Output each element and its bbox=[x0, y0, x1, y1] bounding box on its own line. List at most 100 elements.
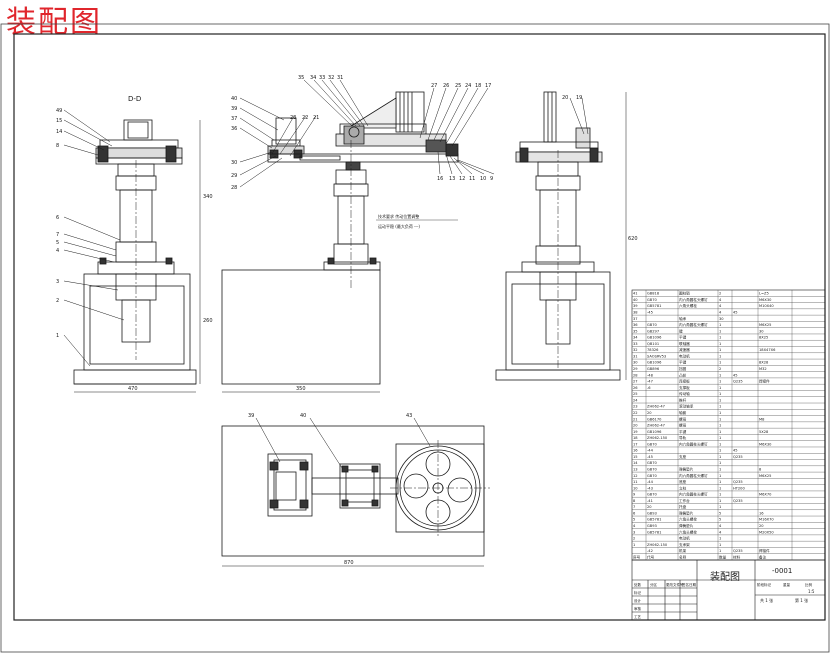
bom-cell: 8 bbox=[759, 467, 762, 471]
balloon: 14 bbox=[56, 129, 62, 135]
stage-label: 比例 bbox=[805, 582, 813, 587]
balloon: 30 bbox=[231, 160, 237, 166]
bom-cell: M6X70 bbox=[759, 493, 772, 497]
bom-cell: 19 bbox=[633, 430, 638, 434]
bom-cell: 23 bbox=[633, 405, 638, 409]
bom-cell: 序号 bbox=[633, 554, 641, 559]
bom-cell: 弹簧垫片 bbox=[679, 466, 694, 471]
bom-cell: 导轨 bbox=[679, 435, 687, 440]
bom-cell: 1 bbox=[719, 486, 721, 490]
bom-cell: HT200 bbox=[733, 486, 745, 490]
bom-cell: GB896 bbox=[647, 367, 660, 371]
title-block-text: -0001 装配图 处数 分区 更改文件号 签名 日期 标记 设计 审核 工艺 … bbox=[634, 567, 815, 619]
bom-cell: 底座 bbox=[679, 479, 687, 484]
row-label: 标记 bbox=[634, 590, 642, 595]
bom-cell: 托盘 bbox=[679, 504, 687, 509]
bom-cell: 1 bbox=[719, 323, 721, 327]
bom-cell: 键 bbox=[679, 328, 683, 333]
bom-cell: GB6170 bbox=[647, 417, 662, 421]
bom-cell: -45 bbox=[647, 455, 653, 459]
bom-cell: -48 bbox=[647, 373, 654, 377]
bom-cell: 1 bbox=[719, 543, 721, 547]
bom-cell: -6 bbox=[647, 386, 651, 390]
bom-cell: 1 bbox=[719, 417, 721, 421]
balloon: 5 bbox=[56, 240, 59, 246]
bom-cell: 弹簧垫片 bbox=[679, 523, 694, 528]
bom-cell: 1 bbox=[719, 386, 721, 390]
bom-cell: 4 bbox=[719, 298, 722, 302]
bom-cell: 立柱 bbox=[679, 485, 687, 490]
bom-cell: 45 bbox=[733, 373, 738, 377]
bom-cell: 连接板 bbox=[679, 379, 690, 384]
bom-cell: 1 bbox=[719, 392, 721, 396]
bom-cell: GB1096 bbox=[647, 361, 662, 365]
bom-cell: 1 bbox=[719, 361, 721, 365]
balloon: 24 bbox=[465, 83, 471, 89]
bom-cell: 8X28 bbox=[759, 361, 769, 365]
bom-cell: 35 bbox=[633, 329, 638, 333]
bom-cell: 1 bbox=[719, 505, 721, 509]
sheet-count: 共 1 张 bbox=[760, 597, 773, 603]
bom-cell: 支座 bbox=[679, 454, 687, 459]
bom-cell: ZH062-150 bbox=[647, 543, 668, 547]
bom-cell: 25 bbox=[633, 392, 638, 396]
left-section-label: D-D bbox=[128, 95, 141, 103]
bom-cell: 1 bbox=[719, 480, 721, 484]
balloon: 18 bbox=[475, 83, 481, 89]
bom-cell: 内六角圆柱头螺钉 bbox=[679, 297, 708, 302]
bom-cell: 轴套 bbox=[679, 410, 687, 415]
sheet-outer-border bbox=[0, 23, 830, 653]
bom-cell: 机架 bbox=[679, 548, 687, 553]
bom-cell: 传动轴 bbox=[679, 391, 690, 396]
bom-cell: 备注 bbox=[759, 554, 767, 559]
bom-cell: 材料 bbox=[733, 554, 741, 559]
bom-cell: 11 bbox=[633, 480, 638, 484]
middle-width-dimension: 350 bbox=[296, 386, 306, 392]
bom-cell: GB70 bbox=[647, 474, 658, 478]
bom-cell: QB101 bbox=[647, 342, 659, 346]
balloon: 27 bbox=[431, 83, 437, 89]
balloon: 16 bbox=[437, 176, 443, 182]
bom-cell: GB5781 bbox=[647, 304, 661, 308]
balloon: 19 bbox=[576, 95, 582, 101]
bom-cell: 弹簧垫片 bbox=[679, 510, 694, 515]
bom-cell: 1 bbox=[719, 398, 721, 402]
bom-cell: GB818 bbox=[647, 292, 660, 296]
bom-cell: GB70 bbox=[647, 493, 658, 497]
bom-cell: SAOSRV53 bbox=[647, 354, 666, 358]
bom-cell: 5 bbox=[719, 518, 721, 522]
bom-cell: 22 bbox=[633, 411, 638, 415]
right-balloons: 20 19 bbox=[562, 95, 582, 101]
balloon: 10 bbox=[480, 176, 486, 182]
bom-cell: 1 bbox=[719, 537, 721, 541]
bom-cell: 20 bbox=[759, 524, 764, 528]
drawing-number: -0001 bbox=[772, 567, 792, 575]
bom-cell: Q235 bbox=[733, 549, 743, 553]
bom-cell: 内六角圆柱头螺钉 bbox=[679, 473, 708, 478]
left-balloons: 49 15 14 8 6 7 5 4 3 2 1 bbox=[56, 108, 62, 339]
bom-cell: M6X25 bbox=[759, 474, 771, 478]
bom-cell: 8 bbox=[633, 499, 636, 503]
bom-cell: 1 bbox=[719, 549, 721, 553]
bom-cell: 挡圈 bbox=[679, 366, 687, 371]
bom-cell: 1 bbox=[719, 348, 721, 352]
bom-cell: -44 bbox=[647, 449, 654, 453]
bom-cell: 20 bbox=[633, 424, 638, 428]
balloon: 1 bbox=[56, 333, 59, 339]
bom-cell: -47 bbox=[647, 380, 653, 384]
bom-cell: 内六角圆柱头螺钉 bbox=[679, 492, 708, 497]
balloon: 12 bbox=[459, 176, 465, 182]
bom-cell: 螺母 bbox=[679, 423, 687, 428]
bom-cell: 六角头螺栓 bbox=[679, 517, 697, 522]
bom-cell: -44 bbox=[647, 480, 654, 484]
bom-cell: 30 bbox=[719, 317, 724, 321]
row-label: 审核 bbox=[634, 606, 642, 611]
bom-cell: -45 bbox=[647, 311, 653, 315]
bom-cell: 1 bbox=[719, 430, 721, 434]
bom-cell: GB1096 bbox=[647, 336, 662, 340]
balloon: 37 bbox=[231, 116, 237, 122]
bom-cell: 4 bbox=[633, 524, 636, 528]
bom-cell: 32 bbox=[633, 348, 638, 352]
bom-cell: 1 bbox=[719, 411, 721, 415]
balloon: 25 bbox=[455, 83, 461, 89]
